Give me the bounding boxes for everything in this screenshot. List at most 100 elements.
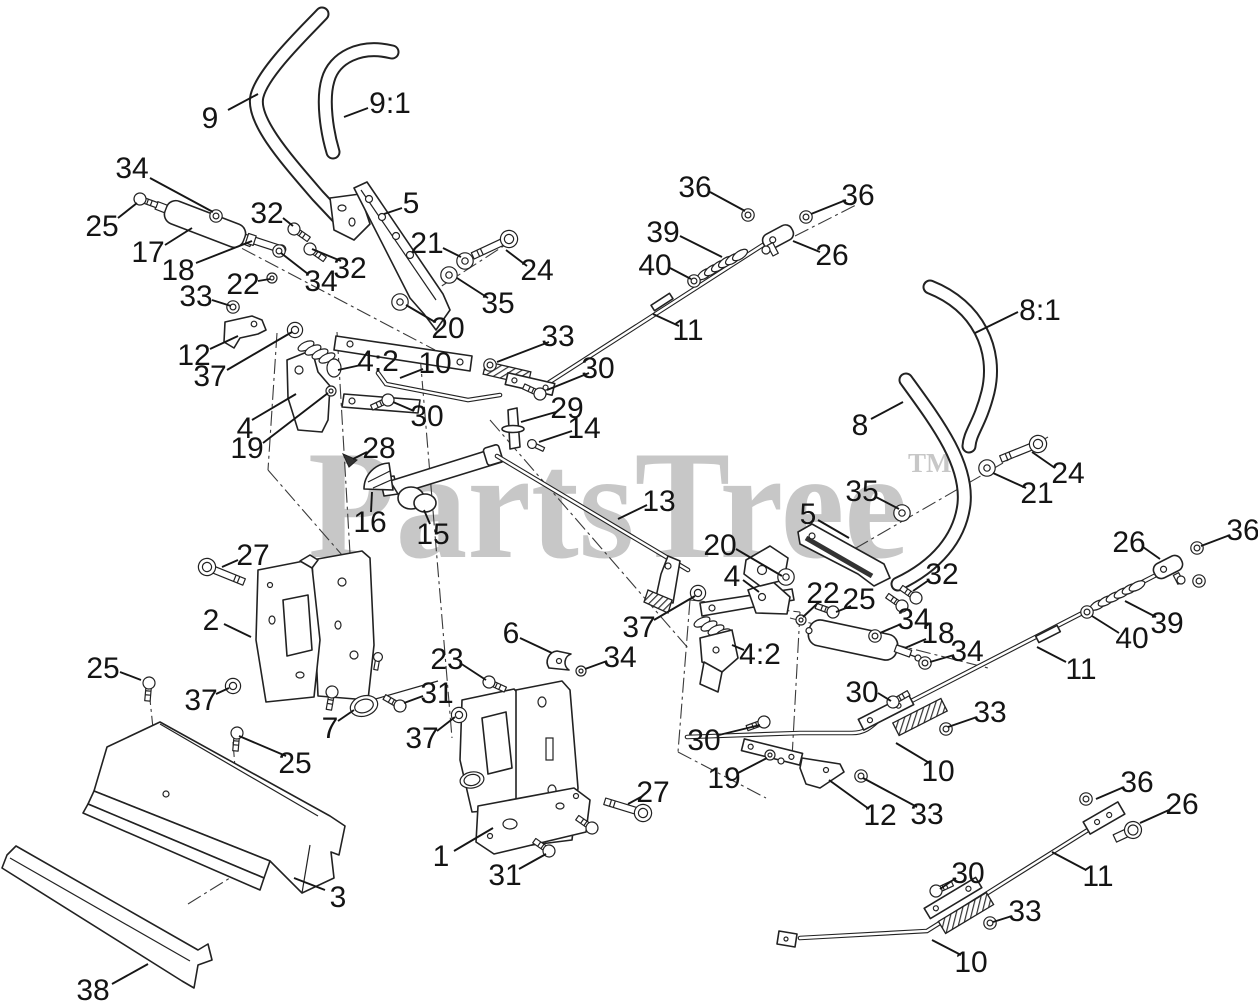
callout-21: 21	[1020, 477, 1053, 510]
callout-32: 32	[925, 558, 958, 591]
callout-10: 10	[921, 755, 954, 788]
leader-line	[293, 877, 326, 891]
callout-6: 6	[503, 617, 520, 650]
callout-24: 24	[520, 254, 553, 287]
callout-5: 5	[800, 498, 817, 531]
part-5-lever-plate-right	[797, 523, 891, 587]
leader-line	[709, 191, 746, 212]
part-15-knob	[397, 486, 437, 513]
part-34-nut	[868, 629, 882, 643]
leader-line	[835, 605, 852, 613]
leader-line	[442, 247, 462, 258]
leader-line	[370, 491, 373, 513]
leader-line	[617, 504, 648, 520]
callout-3: 3	[330, 881, 347, 914]
callout-11: 11	[1065, 653, 1096, 686]
leader-line	[215, 687, 230, 695]
callout-25: 25	[842, 583, 875, 616]
leader-line	[311, 248, 342, 262]
callout-33: 33	[1008, 895, 1041, 928]
leader-line	[669, 267, 692, 280]
callout-20: 20	[703, 529, 736, 562]
leader-line	[119, 671, 142, 681]
callout-34: 34	[897, 603, 930, 636]
callout-39: 39	[1150, 607, 1183, 640]
callout-37: 37	[405, 722, 438, 755]
leader-line	[505, 249, 528, 267]
callout-5: 5	[403, 187, 420, 220]
part-32-bolt	[301, 240, 329, 265]
part-1-frame-plate	[459, 680, 591, 855]
callout-12: 12	[177, 339, 210, 372]
leader-line	[877, 692, 892, 702]
part-24-bolt	[468, 226, 522, 265]
callout-4: 4	[237, 412, 254, 445]
callout-24: 24	[1051, 457, 1084, 490]
callout-11: 11	[1082, 860, 1113, 893]
callout-37: 37	[622, 611, 655, 644]
part-35-washer	[440, 266, 458, 284]
callout-12: 12	[863, 799, 896, 832]
leader-line	[929, 654, 955, 663]
callout-4:2: 4:2	[357, 345, 399, 378]
leader-line	[211, 299, 232, 307]
part-25-screw	[140, 675, 157, 703]
part-26-screw-bottom	[1112, 820, 1143, 843]
callout-32: 32	[250, 197, 283, 230]
callout-11: 11	[672, 314, 703, 347]
leader-line	[352, 451, 368, 460]
callout-22: 22	[806, 577, 839, 610]
leader-line	[974, 311, 1019, 334]
leader-line	[538, 430, 573, 443]
part-33-nut	[939, 722, 953, 736]
leader-line	[810, 199, 847, 215]
leader-line	[519, 637, 553, 654]
part-34-washer	[575, 665, 587, 677]
part-36-nut	[799, 210, 813, 224]
part-25-screw	[228, 725, 245, 753]
part-22-washer	[266, 272, 278, 284]
leader-line	[1095, 786, 1125, 800]
leader-line	[679, 235, 723, 258]
leader-line	[337, 364, 362, 371]
callout-13: 13	[642, 485, 675, 518]
callout-21: 21	[410, 227, 443, 260]
leader-line	[992, 915, 1013, 923]
callout-1: 1	[433, 840, 450, 873]
leader-line	[1031, 451, 1056, 469]
callout-10: 10	[418, 347, 451, 380]
leader-line	[282, 217, 294, 227]
callout-30: 30	[410, 400, 443, 433]
callout-27: 27	[236, 539, 269, 572]
callout-2: 2	[203, 604, 220, 637]
part-26-trunnion-upper	[761, 224, 795, 250]
leader-line	[584, 660, 608, 670]
callout-4:2: 4:2	[739, 638, 781, 671]
part-37-nut	[286, 321, 304, 339]
callout-34: 34	[950, 635, 983, 668]
callout-30: 30	[581, 352, 614, 385]
part-33-nut	[226, 300, 240, 314]
part-2-frame-plate	[255, 550, 375, 703]
callout-36: 36	[678, 171, 711, 204]
callout-30: 30	[951, 857, 984, 890]
callout-19: 19	[230, 432, 263, 465]
leader-line	[1051, 851, 1087, 871]
leader-line	[149, 177, 214, 213]
part-25-screw	[131, 190, 160, 212]
hex-screw	[1192, 574, 1206, 588]
leader-line	[403, 695, 424, 704]
leader-line	[280, 252, 309, 275]
part-13-rod	[494, 453, 691, 614]
part-7-ring-pin	[349, 680, 439, 718]
leader-line	[195, 240, 253, 264]
watermark-text: PartsTree	[308, 419, 908, 591]
callout-37: 37	[184, 684, 217, 717]
callout-18: 18	[161, 254, 194, 287]
leader-line	[879, 623, 902, 634]
callout-14: 14	[567, 412, 600, 445]
callout-30: 30	[687, 724, 720, 757]
part-6-clamp	[546, 650, 572, 671]
handle-9-assembly	[154, 6, 451, 331]
